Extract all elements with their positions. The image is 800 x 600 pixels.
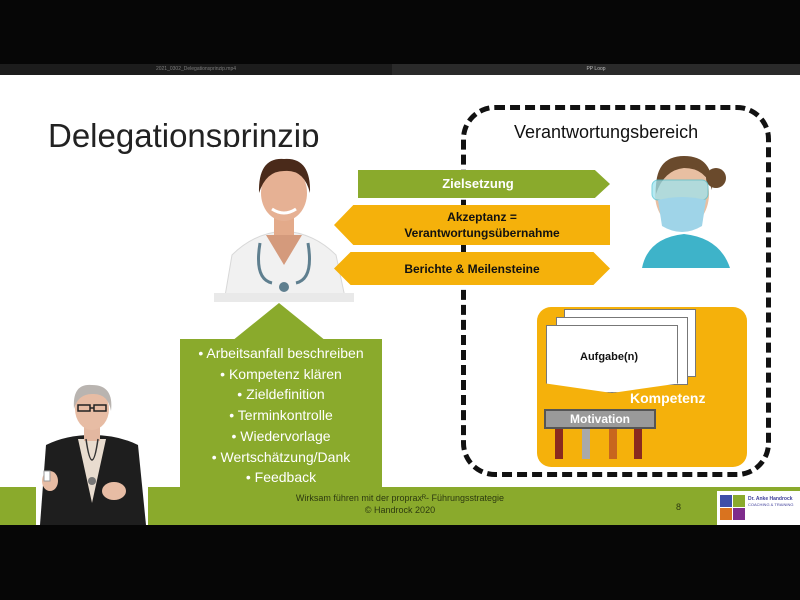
logo-square-blue [720,495,732,507]
footer-text: Wirksam führen mit der propraxᴿ- Führung… [230,492,570,516]
bench-leg [634,429,642,459]
bench-leg [555,429,563,459]
task-list-item: • Zieldefinition [237,386,325,403]
competence-label: Kompetenz [630,390,706,406]
task-list-item: • Wiedervorlage [231,427,331,444]
footer-line2: © Handrock 2020 [364,505,436,515]
acceptance-arrow: Akzeptanz = Verantwortungsübernahme [334,205,610,245]
task-card-front [546,325,678,393]
presentation-slide: Delegationsprinzip Verantwortungsbereich… [0,75,800,525]
video-top-letterbox [0,0,800,64]
logo-square-purple [733,508,745,520]
bench-leg [609,429,617,459]
logo-square-green [733,495,745,507]
task-list-item: • Kompetenz klären [220,365,342,382]
acceptance-label-line2: Verantwortungsübernahme [404,226,560,240]
page-number: 8 [676,502,682,512]
video-bottom-letterbox [0,525,800,600]
window-tab-strip: 2021_0302_Delegationsprinzip.mp4 PP Loop [0,64,800,75]
tab-video-file[interactable]: 2021_0302_Delegationsprinzip.mp4 [155,66,237,72]
nurse-image [636,150,732,268]
task-list-box: • Arbeitsanfall beschreiben • Kompetenz … [180,339,382,487]
region-label: Verantwortungsbereich [514,122,699,142]
task-list-item: • Arbeitsanfall beschreiben [198,345,364,361]
goal-arrow-label: Zielsetzung [442,176,514,191]
doctor-image [214,147,354,302]
up-arrow-shape [232,303,326,341]
reports-arrow: Berichte & Meilensteine [334,252,610,285]
task-list-item: • Feedback [245,469,317,486]
presenter-webcam [36,381,148,525]
acceptance-label-line1: Akzeptanz = [447,210,517,224]
tab-pp-loop[interactable]: PP Loop [392,64,800,75]
footer-line1: Wirksam führen mit der propraxᴿ- Führung… [295,493,505,503]
goal-arrow: Zielsetzung [358,170,610,198]
motivation-label: Motivation [570,412,630,426]
logo-square-orange [720,508,732,520]
task-list-item: • Terminkontrolle [229,407,333,424]
company-logo: Dr. Anke Handrock COACHING & TRAINING [717,491,800,525]
logo-name: Dr. Anke Handrock [748,496,793,502]
responsibility-region [461,105,771,477]
reports-arrow-label: Berichte & Meilensteine [404,261,540,276]
task-list-item: • Wertschätzung/Dank [211,448,351,465]
motivation-bench: Motivation [544,409,656,429]
logo-subtitle: COACHING & TRAINING [748,502,794,507]
bench-leg [582,429,590,459]
task-card-label: Aufgabe(n) [580,351,639,363]
